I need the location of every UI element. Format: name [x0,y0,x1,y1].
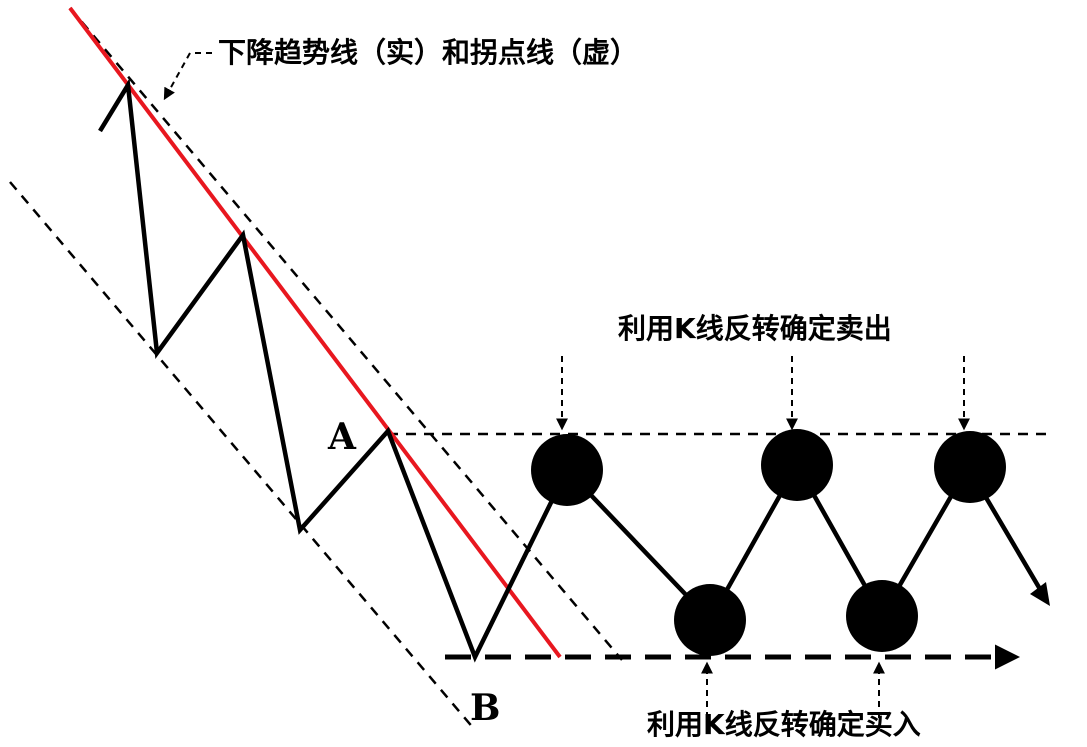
downtrend-line [68,6,562,659]
sell-marker [934,431,1006,503]
buy-caption: 利用K线反转确定买入 [647,708,921,741]
buy-marker [846,580,918,652]
sell-caption: 利用K线反转确定卖出 [618,312,892,345]
caption-callout-arrow [163,52,212,101]
channel-line-lower [9,181,476,731]
sell-marker [761,429,833,501]
point-a-label: A [327,416,357,458]
point-b-label: B [470,687,500,729]
sell-marker [531,434,603,506]
trendline-caption: 下降趋势线（实）和拐点线（虚） [218,36,638,69]
buy-marker [674,584,746,656]
price-arrowhead [1030,582,1050,606]
price-path [98,78,1049,663]
channel-line-upper [69,7,623,661]
